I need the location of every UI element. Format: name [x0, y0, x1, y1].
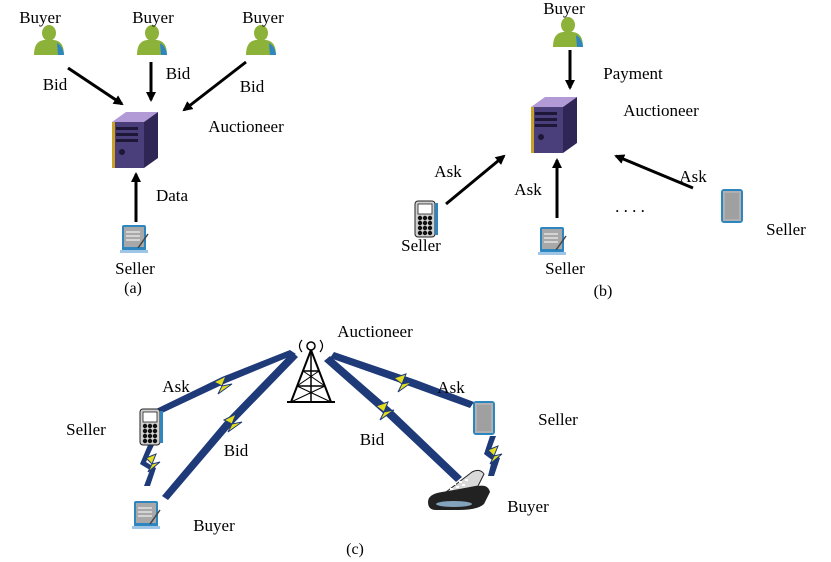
bid-label: Bid [166, 64, 191, 83]
ask-arrow [614, 154, 694, 190]
buyer-label: Buyer [193, 516, 235, 535]
phone-icon [473, 401, 495, 435]
caption-b: (b) [594, 283, 613, 300]
auctioneer-label: Auctioneer [623, 101, 699, 120]
server-icon [112, 112, 158, 168]
tablet-icon [119, 224, 149, 254]
panel-c: Auctioneer Seller Ask Bid Buyer Seller [66, 322, 578, 558]
ask-label: Ask [514, 180, 542, 199]
pda-icon [139, 408, 164, 446]
buyer-label: Buyer [19, 8, 61, 27]
bid-link-right [324, 356, 462, 482]
wireless-links [140, 350, 500, 500]
bid-label: Bid [224, 441, 249, 460]
server-icon [531, 97, 577, 153]
data-label: Data [156, 186, 189, 205]
bolt-icon [374, 401, 395, 421]
caption-c: (c) [346, 541, 364, 558]
seller-buyer-link-left [140, 445, 156, 486]
bid-arrow [67, 66, 124, 106]
ask-label: Ask [679, 167, 707, 186]
tower-icon [286, 339, 336, 403]
bolt-icon [212, 374, 233, 395]
ellipsis: . . . . [615, 197, 645, 216]
seller-label: Seller [66, 420, 106, 439]
seller-buyer-link-right [484, 436, 500, 476]
lightning-bolts [145, 373, 503, 473]
tablet-icon [537, 226, 567, 256]
ask-label: Ask [162, 377, 190, 396]
buyer-label: Buyer [132, 8, 174, 27]
seller-label: Seller [538, 410, 578, 429]
bid-label: Bid [43, 75, 68, 94]
buyer-icon [246, 25, 276, 55]
buyer-label: Buyer [242, 8, 284, 27]
ask-arrow [445, 154, 506, 206]
panel-a: Buyer Buyer Buyer Bid Bid Bid Auctioneer… [19, 8, 284, 297]
seller-label: Seller [545, 259, 585, 278]
buyer-icon [137, 25, 167, 55]
phone-icon [721, 189, 743, 223]
bolt-icon [145, 453, 161, 473]
caption-a: (a) [124, 280, 142, 297]
payment-label: Payment [603, 64, 663, 83]
bolt-icon [222, 412, 243, 433]
ask-link-left [156, 350, 296, 414]
seller-label: Seller [766, 220, 806, 239]
buyer-icon [553, 17, 583, 47]
bolt-icon [392, 373, 413, 393]
ask-label: Ask [434, 162, 462, 181]
ask-label: Ask [437, 378, 465, 397]
auctioneer-label: Auctioneer [208, 117, 284, 136]
tablet-icon [131, 500, 161, 530]
buyer-label: Buyer [543, 0, 585, 18]
buyer-label: Buyer [507, 497, 549, 516]
bid-link-left [162, 352, 298, 500]
buyer-icon [34, 25, 64, 55]
pda-icon [414, 200, 439, 238]
seller-label: Seller [401, 236, 441, 255]
bid-arrow [182, 60, 247, 112]
auctioneer-label: Auctioneer [337, 322, 413, 341]
bolt-icon [487, 445, 503, 465]
bid-label: Bid [360, 430, 385, 449]
bid-label: Bid [240, 77, 265, 96]
seller-label: Seller [115, 259, 155, 278]
panel-b: Buyer Payment Auctioneer Ask Ask Ask Sel… [401, 0, 806, 300]
